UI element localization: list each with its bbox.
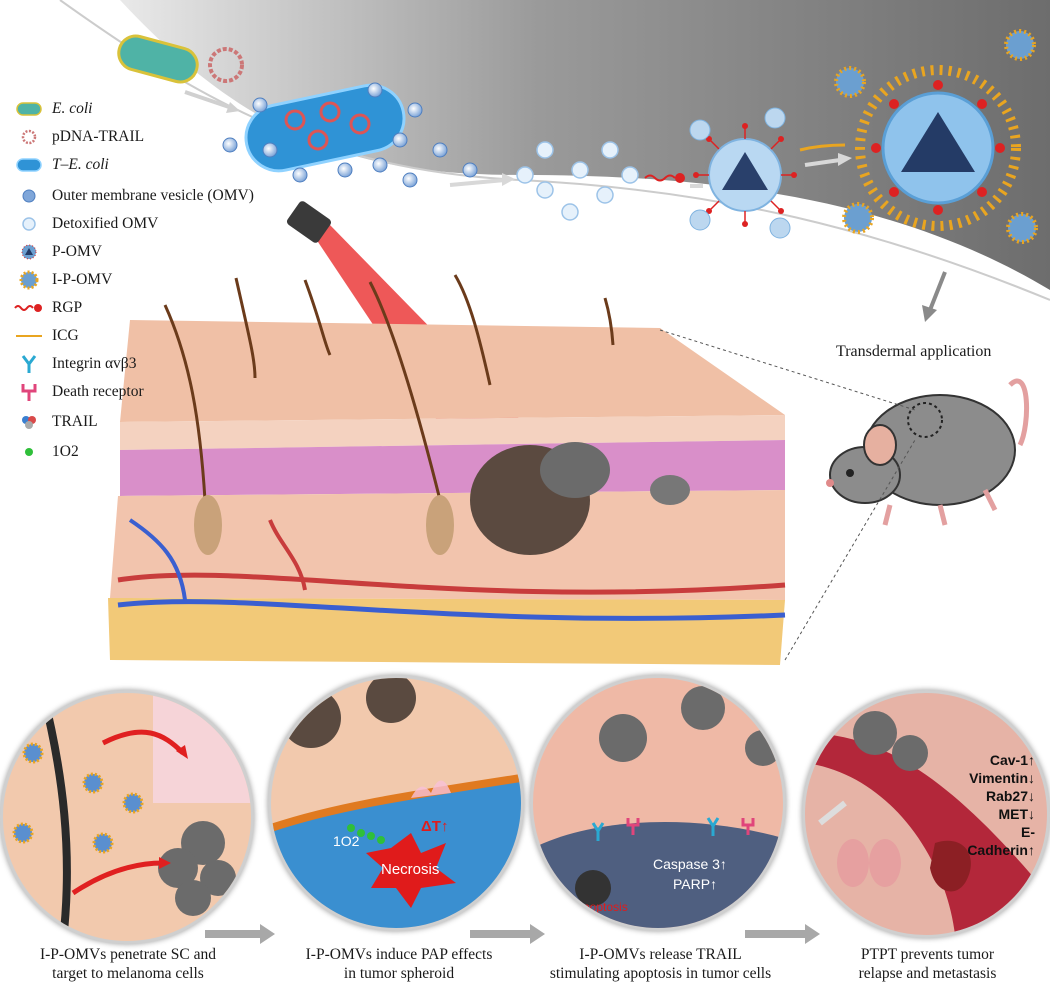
legend-label: Detoxified OMV <box>52 215 159 232</box>
lung-organ <box>837 839 901 887</box>
synthesis-flow <box>117 29 1038 322</box>
legend-label: pDNA-TRAIL <box>52 128 145 145</box>
necrosis-label: Necrosis <box>381 861 440 878</box>
parp-label: PARP↑ <box>673 876 718 892</box>
legend-item: ICG <box>14 324 79 348</box>
legend-item: P-OMV <box>14 240 102 264</box>
singlet-oxygen-label: 1O2 <box>333 833 360 849</box>
legend-item: Outer membrane vesicle (OMV) <box>14 184 254 208</box>
panel-penetration <box>0 690 254 944</box>
mouse-illustration <box>826 378 1029 526</box>
icg-strand <box>799 143 846 152</box>
detox-omv-icon <box>14 213 44 235</box>
panel-apoptosis: Caspase 3↑ PARP↑ Apoptosis <box>530 675 786 931</box>
delta-t-label: ΔT↑ <box>421 818 449 835</box>
panel-pap-art <box>271 678 521 928</box>
ecoli-icon <box>14 98 44 120</box>
panel-metastasis: Cav-1↑ Vimentin↓ Rab27↓ MET↓ E-Cadherin↑ <box>802 690 1050 938</box>
legend-item: RGP <box>14 296 82 320</box>
omv-icon <box>14 185 44 207</box>
legend-item: E. coli <box>14 97 92 121</box>
caption-line: in tumor spheroid <box>343 965 455 982</box>
caption-line: relapse and metastasis <box>858 965 997 982</box>
legend-item: T–E. coli <box>14 153 109 177</box>
legend-label: I-P-OMV <box>52 271 113 288</box>
caption-line: I-P-OMVs release TRAIL <box>579 946 742 963</box>
flow-arrow <box>804 153 852 167</box>
legend-label: E. coli <box>52 100 93 117</box>
marker-item: E-Cadherin↑ <box>967 824 1035 858</box>
p-omv-icon <box>14 241 44 263</box>
caption-line: I-P-OMVs penetrate SC and <box>39 946 217 963</box>
apoptosis-label: Apoptosis <box>575 900 628 914</box>
flow-arrow-down <box>922 271 947 322</box>
legend-item: 1O2 <box>14 440 79 464</box>
caption-3: I-P-OMVs release TRAIL stimulating apopt… <box>528 945 793 983</box>
marker-item: Vimentin↓ <box>969 770 1035 786</box>
tumor-mass <box>470 442 690 555</box>
t-ecoli-icon <box>14 154 44 176</box>
plasmid-ring <box>208 47 244 83</box>
marker-item: Cav-1↑ <box>989 752 1035 768</box>
legend-label: ICG <box>52 327 79 344</box>
i-p-omv-particle <box>855 65 1021 231</box>
caption-line: target to melanoma cells <box>52 965 204 982</box>
ecoli-cell <box>117 34 199 84</box>
caption-4: PTPT prevents tumor relapse and metastas… <box>810 945 1045 983</box>
caption-2: I-P-OMVs induce PAP effects in tumor sph… <box>274 945 524 983</box>
caption-line: stimulating apoptosis in tumor cells <box>549 965 772 982</box>
death-receptor-icon <box>14 381 44 403</box>
panel-pap-effects: ΔT↑ 1O2 Necrosis <box>268 675 524 931</box>
legend-item: pDNA-TRAIL <box>14 125 144 149</box>
p-omv-particle <box>693 123 797 227</box>
i-p-omv-icon <box>14 269 44 291</box>
omv-cluster <box>222 82 478 188</box>
icg-icon <box>14 325 44 347</box>
legend-item: I-P-OMV <box>14 268 112 292</box>
legend-label: T–E. coli <box>52 156 109 173</box>
trail-icon <box>14 411 44 433</box>
caption-line: I-P-OMVs induce PAP effects <box>305 946 493 963</box>
flow-arrow <box>184 90 240 113</box>
panel-apoptosis-art <box>533 686 783 928</box>
legend-label: Death receptor <box>52 383 144 400</box>
i-p-omv-small <box>834 29 1038 244</box>
skin-block <box>108 201 786 665</box>
marker-item: MET↓ <box>998 806 1035 822</box>
legend-label: Integrin αvβ3 <box>52 355 137 372</box>
legend-label: RGP <box>52 299 83 316</box>
legend-item: TRAIL <box>14 410 98 434</box>
legend-label: 1O2 <box>52 443 79 460</box>
panel-penetration-art <box>12 693 251 941</box>
hair-follicles <box>163 274 615 501</box>
bottom-arrows <box>205 924 820 944</box>
legend-item: Integrin αvβ3 <box>14 352 136 376</box>
marker-list: Cav-1↑ Vimentin↓ Rab27↓ MET↓ E-Cadherin↑ <box>955 751 1035 859</box>
t-ecoli-cell <box>244 83 406 173</box>
marker-item: Rab27↓ <box>985 788 1035 804</box>
legend-label: TRAIL <box>52 413 98 430</box>
singlet-oxygen-icon <box>14 441 44 463</box>
integrin-icon <box>14 353 44 375</box>
panel-metastasis-art <box>805 711 1047 935</box>
laser-device <box>286 201 332 243</box>
detox-omv-cluster <box>516 141 639 221</box>
legend-label: P-OMV <box>52 243 102 260</box>
legend-label: Outer membrane vesicle (OMV) <box>52 187 254 204</box>
legend-item: Detoxified OMV <box>14 212 158 236</box>
flow-arrow <box>449 173 515 187</box>
caption-line: PTPT prevents tumor <box>860 946 995 963</box>
plasmid-icon <box>14 126 44 148</box>
legend-item: Death receptor <box>14 380 144 404</box>
rgp-reagent <box>644 173 685 183</box>
rgp-icon <box>14 297 44 319</box>
caspase-label: Caspase 3↑ <box>653 856 727 872</box>
p-omv-small <box>689 107 791 239</box>
transdermal-label: Transdermal application <box>836 343 992 360</box>
caption-1: I-P-OMVs penetrate SC and target to mela… <box>8 945 248 983</box>
